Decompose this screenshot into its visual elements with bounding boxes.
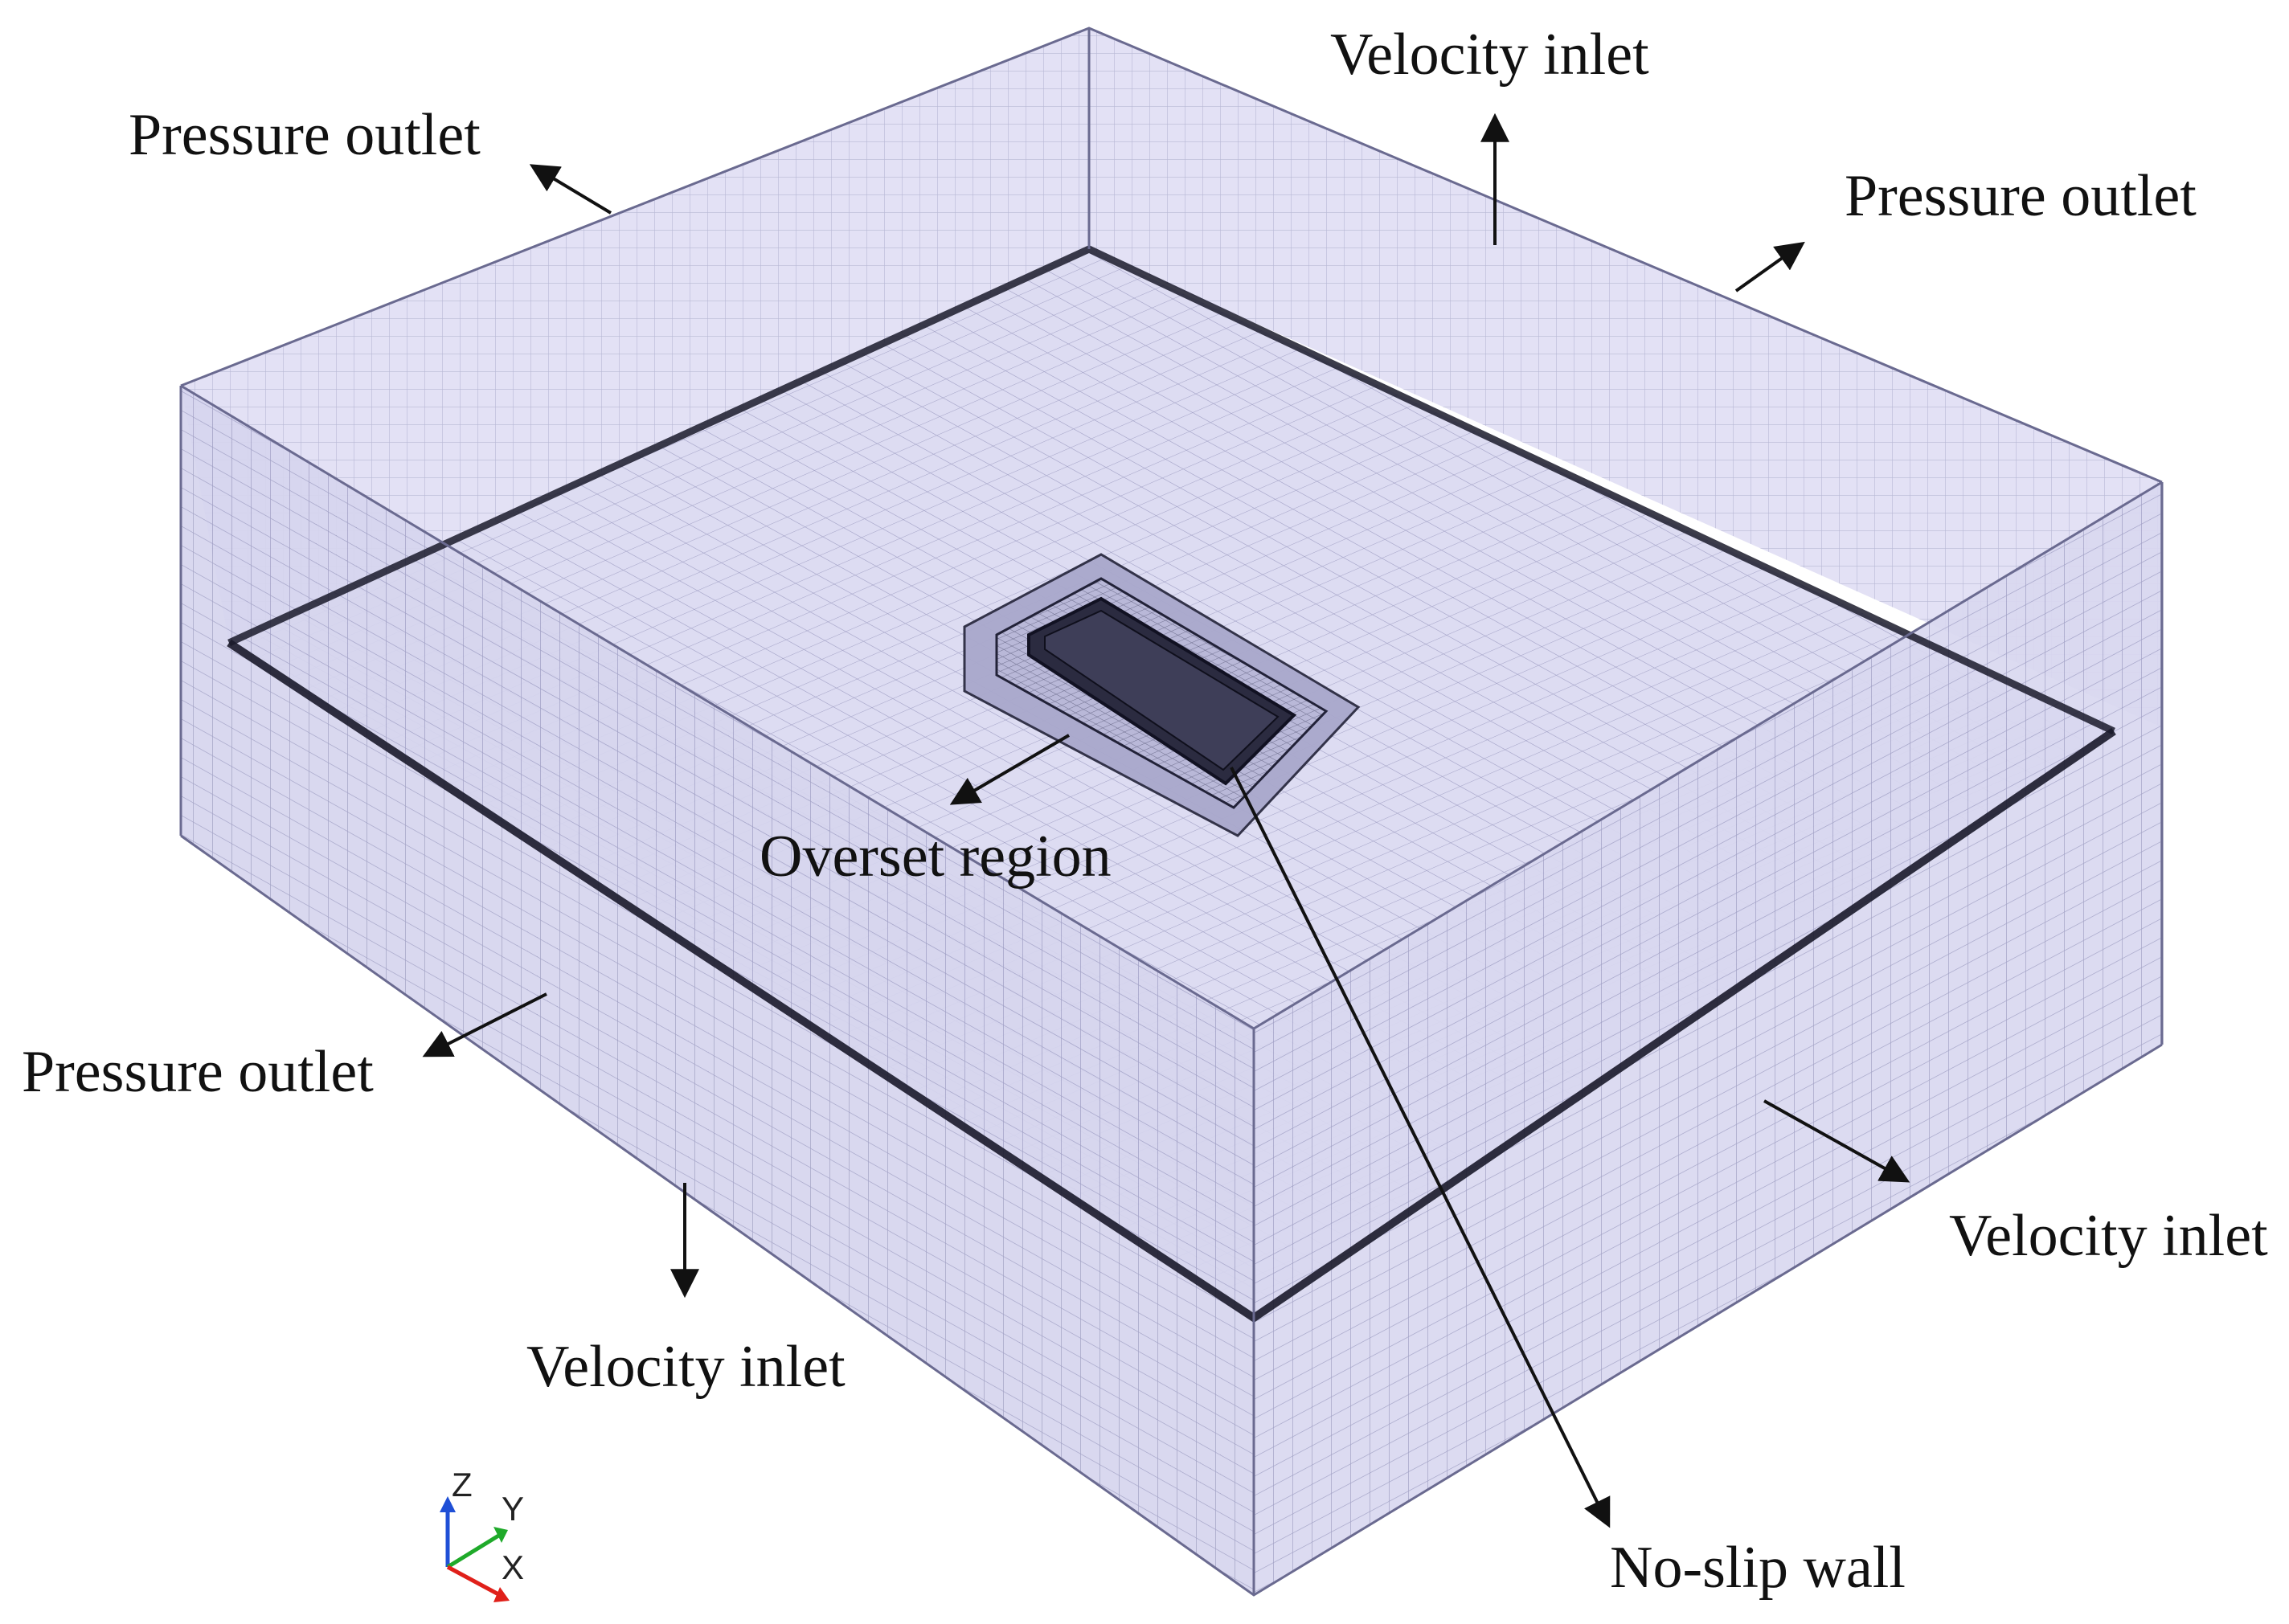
label-no-slip-wall: No-slip wall — [1610, 1535, 1906, 1601]
axis-y-arrow — [493, 1527, 508, 1543]
back-left-face — [181, 28, 1089, 643]
arrow-pressure-outlet-top-left — [529, 164, 612, 215]
axis-x-arrow — [493, 1587, 510, 1602]
label-velocity-inlet-right: Velocity inlet — [1949, 1203, 2268, 1269]
label-pressure-outlet-top-left: Pressure outlet — [129, 102, 481, 168]
axis-y-line — [446, 1532, 502, 1569]
overset-region — [963, 553, 1361, 837]
axis-y-label: Y — [502, 1490, 524, 1528]
axis-triad: Z Y X — [440, 1466, 524, 1602]
label-pressure-outlet-left: Pressure outlet — [22, 1039, 374, 1105]
annotation-arrows — [422, 112, 1910, 1528]
arrow-pressure-outlet-top-right — [1734, 241, 1805, 292]
domain-edges — [179, 27, 2164, 1597]
label-overset-region: Overset region — [760, 824, 1112, 890]
arrow-pressure-outlet-left — [422, 992, 547, 1057]
axis-x-line — [446, 1565, 502, 1597]
arrow-velocity-inlet-right — [1763, 1099, 1910, 1183]
label-velocity-inlet-bottom: Velocity inlet — [526, 1334, 846, 1400]
arrow-overset-region — [949, 734, 1071, 805]
back-right-face — [1089, 28, 2162, 727]
arrow-no-slip-wall — [1230, 767, 1611, 1528]
axis-x-label: X — [502, 1548, 524, 1586]
label-velocity-inlet-top: Velocity inlet — [1330, 22, 1649, 88]
label-pressure-outlet-top-right: Pressure outlet — [1845, 163, 2197, 229]
axis-z-arrow — [440, 1496, 456, 1512]
axis-z-label: Z — [452, 1466, 473, 1503]
front-left-face — [181, 386, 1254, 1595]
front-right-face — [1254, 482, 2162, 1595]
